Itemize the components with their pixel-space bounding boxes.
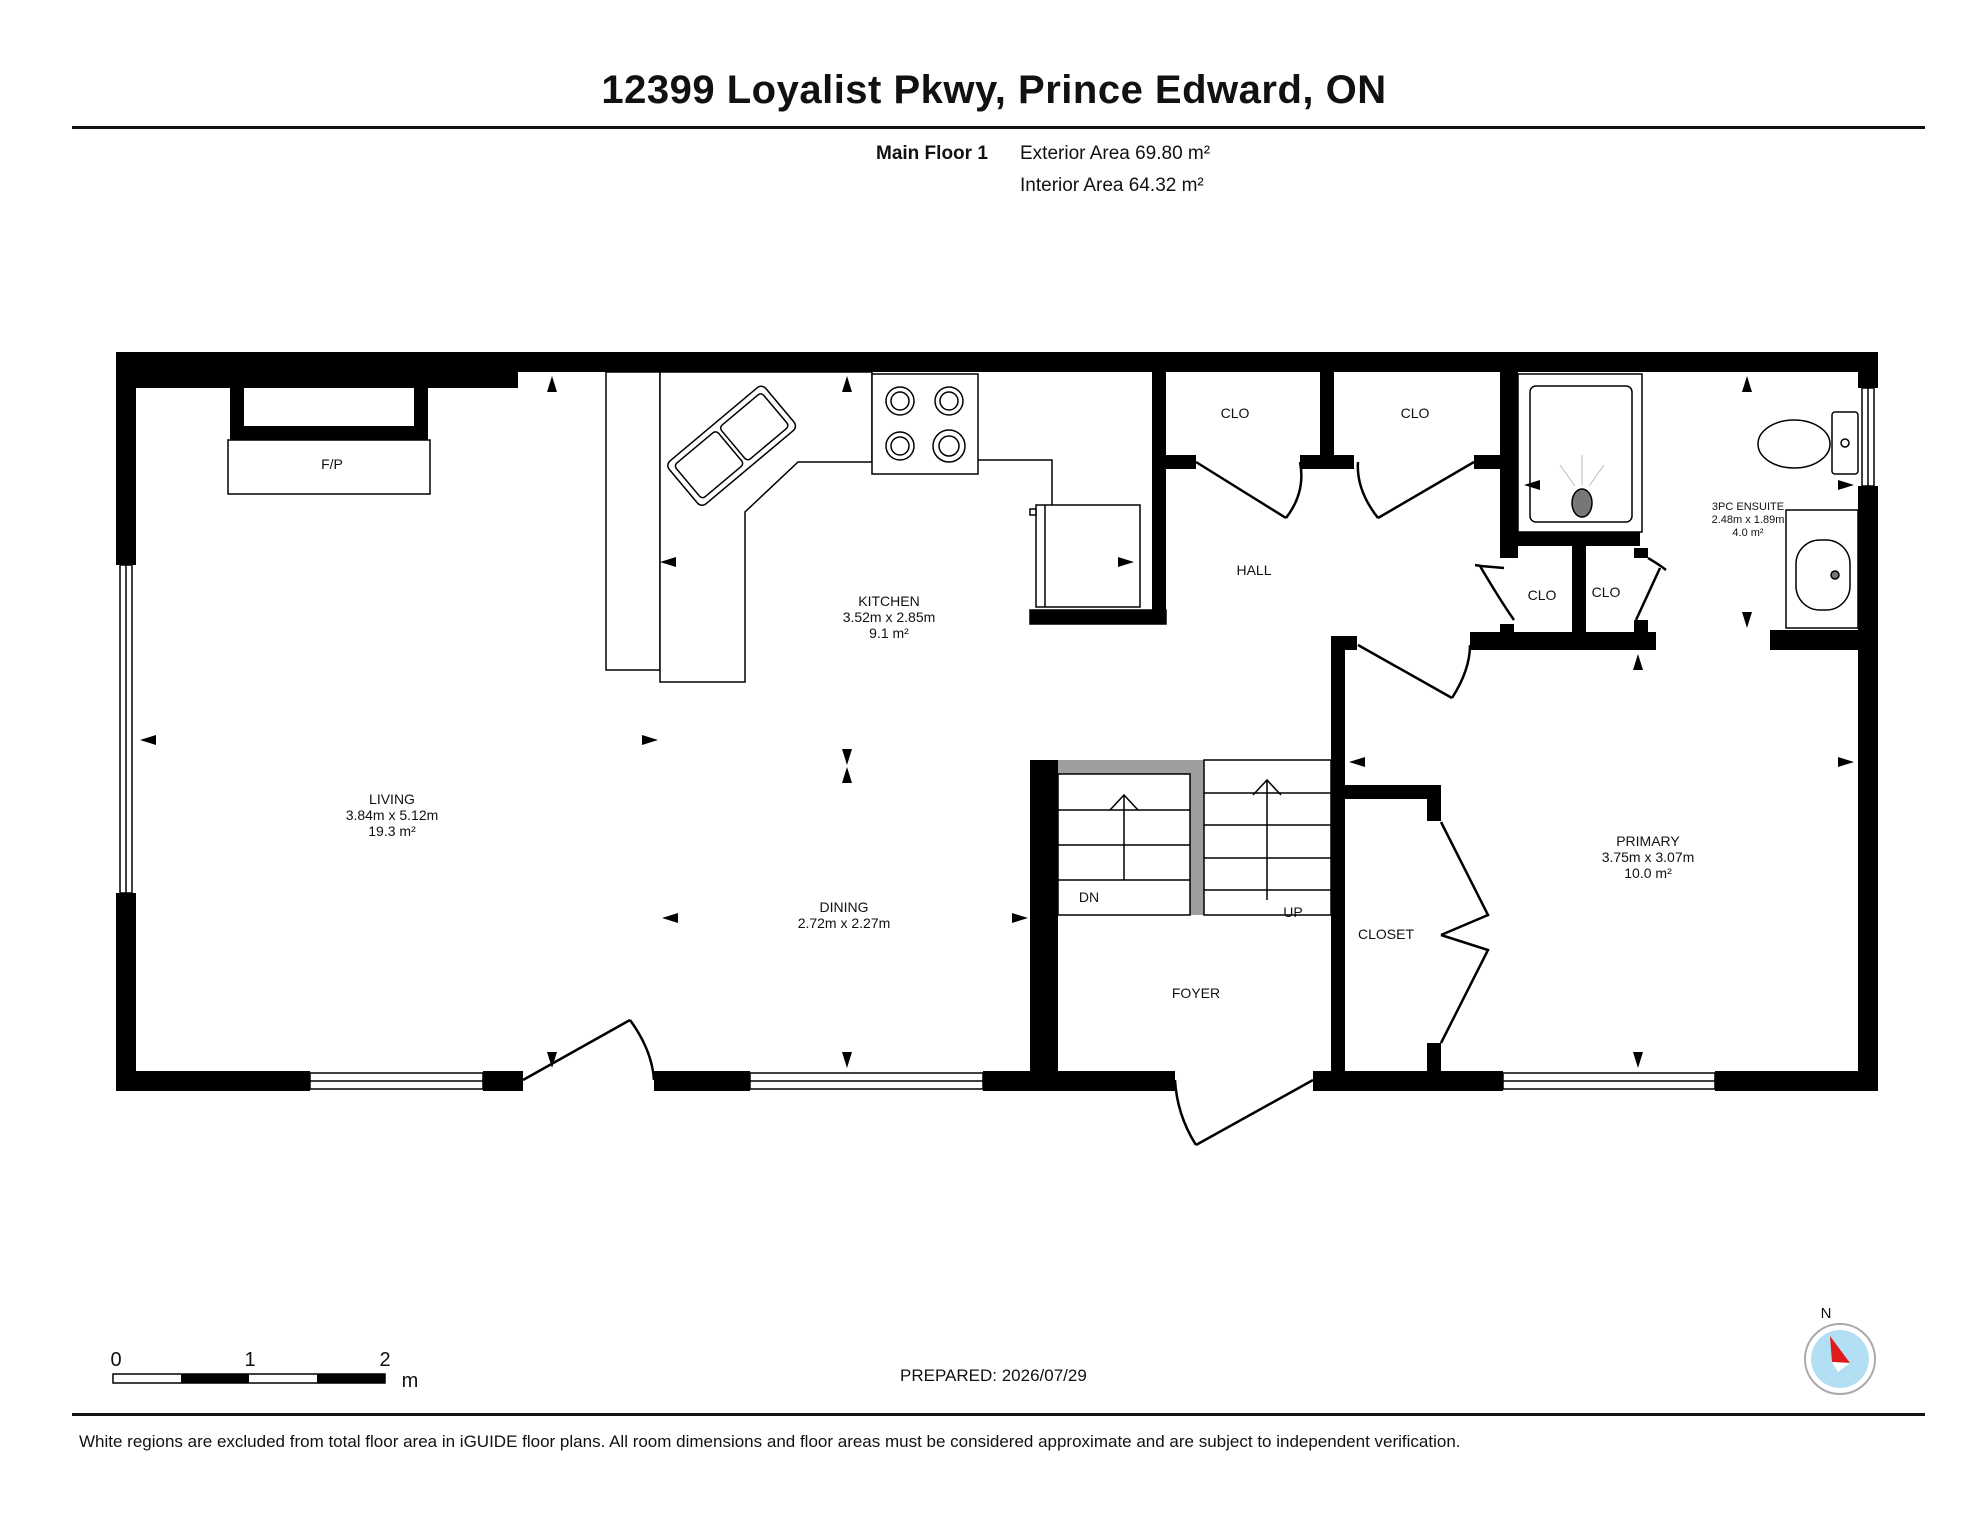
room-labels: F/P LIVING 3.84m x 5.12m 19.3 m² KITCHEN… [321, 405, 1784, 1001]
windows [119, 387, 1875, 1090]
measurement-arrows [140, 376, 1854, 1068]
living-dims: 3.84m x 5.12m [346, 807, 439, 823]
bathroom-fixtures [1517, 373, 1859, 629]
ensuite-area: 4.0 m² [1732, 527, 1764, 539]
clo-label-1: CLO [1221, 405, 1250, 421]
fireplace-hearth [227, 439, 431, 495]
ensuite-dims: 2.48m x 1.89m [1712, 514, 1785, 526]
fireplace-label: F/P [321, 456, 343, 472]
compass-needle-south [1832, 1362, 1850, 1372]
ensuite-name: 3PC ENSUITE [1712, 501, 1784, 513]
kitchen-fixtures [605, 371, 1167, 683]
primary-dims: 3.75m x 3.07m [1602, 849, 1695, 865]
primary-name: PRIMARY [1616, 833, 1680, 849]
clo-label-3: CLO [1528, 587, 1557, 603]
title-rule [72, 126, 1925, 129]
kitchen-name: KITCHEN [858, 593, 919, 609]
dining-dims: 2.72m x 2.27m [798, 915, 891, 931]
floor-name: Main Floor 1 [876, 143, 988, 164]
scale-tick-0: 0 [110, 1349, 121, 1371]
clo-label-2: CLO [1401, 405, 1430, 421]
stairs-up-label: UP [1283, 904, 1302, 920]
kitchen-area: 9.1 m² [869, 625, 909, 641]
scale-bar: 0 1 2 m [110, 1349, 418, 1392]
clo-label-4: CLO [1592, 584, 1621, 600]
interior-area: Interior Area 64.32 m² [1020, 175, 1204, 196]
compass: N [1804, 1305, 1876, 1395]
living-area: 19.3 m² [368, 823, 416, 839]
scale-tick-2: 2 [379, 1349, 390, 1371]
compass-needle-north [1830, 1336, 1850, 1363]
foyer-name: FOYER [1172, 985, 1220, 1001]
compass-north-label: N [1821, 1305, 1832, 1322]
living-name: LIVING [369, 791, 415, 807]
page-title: 12399 Loyalist Pkwy, Prince Edward, ON [601, 68, 1387, 112]
scale-unit: m [402, 1370, 419, 1392]
disclaimer: White regions are excluded from total fl… [79, 1432, 1461, 1451]
hall-name: HALL [1236, 562, 1271, 578]
exterior-area: Exterior Area 69.80 m² [1020, 143, 1211, 164]
kitchen-dims: 3.52m x 2.85m [843, 609, 936, 625]
scale-tick-1: 1 [244, 1349, 255, 1371]
primary-area: 10.0 m² [1624, 865, 1672, 881]
stairs [1057, 759, 1332, 916]
prepared-date: PREPARED: 2026/07/29 [900, 1366, 1087, 1385]
footer-rule [72, 1413, 1925, 1416]
closet-name: CLOSET [1358, 926, 1414, 942]
doors [522, 460, 1667, 1147]
stairs-down-label: DN [1079, 889, 1099, 905]
dining-name: DINING [820, 899, 869, 915]
